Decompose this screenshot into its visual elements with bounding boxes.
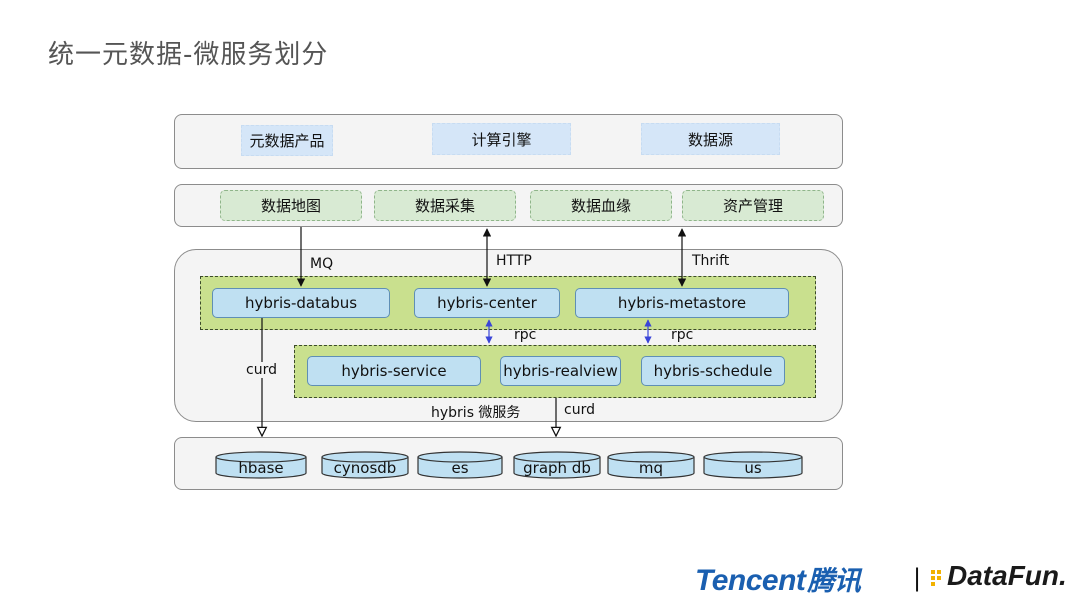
hybris-databus-node: hybris-databus xyxy=(212,288,390,318)
rpc-label-metastore: rpc xyxy=(671,327,694,343)
hybris-center-node: hybris-center xyxy=(414,288,560,318)
graph-db-cylinder xyxy=(513,451,601,479)
us-cylinder xyxy=(703,451,803,479)
compute-engine-tag: 计算引擎 xyxy=(432,123,571,155)
datafun-logo: DataFun. xyxy=(947,560,1067,591)
mq-label: mq xyxy=(638,459,664,477)
hybris-realview-node: hybris-realview xyxy=(500,356,621,386)
asset-management-tag: 资产管理 xyxy=(682,190,824,221)
http-protocol-label: HTTP xyxy=(496,253,532,269)
mq-protocol-label: MQ xyxy=(310,256,334,272)
es-label: es xyxy=(451,459,469,477)
hbase-label: hbase xyxy=(238,459,284,477)
hybris-schedule-node: hybris-schedule xyxy=(641,356,785,386)
tencent-logo: Tencent腾讯 xyxy=(695,559,861,598)
tencent-logo-text: Tencent xyxy=(695,564,806,597)
hybris-service-node: hybris-service xyxy=(307,356,481,386)
us-label: us xyxy=(744,459,762,477)
data-collection-tag: 数据采集 xyxy=(374,190,516,221)
thrift-protocol-label: Thrift xyxy=(692,253,730,269)
page-title: 统一元数据-微服务划分 xyxy=(48,40,329,70)
metadata-product-tag: 元数据产品 xyxy=(241,125,333,156)
es-cylinder xyxy=(417,451,503,479)
cynosdb-label: cynosdb xyxy=(333,459,397,477)
data-lineage-tag: 数据血缘 xyxy=(530,190,672,221)
rpc-label-center: rpc xyxy=(514,327,537,343)
data-source-tag: 数据源 xyxy=(641,123,780,155)
microservice-label: hybris 微服务 xyxy=(431,405,521,421)
hbase-cylinder xyxy=(215,451,307,479)
hybris-metastore-node: hybris-metastore xyxy=(575,288,789,318)
cynosdb-cylinder xyxy=(321,451,409,479)
curd-label-databus: curd xyxy=(246,362,277,378)
tencent-logo-cn: 腾讯 xyxy=(807,566,861,596)
logo-divider: | xyxy=(913,564,922,592)
graph-db-label: graph db xyxy=(523,459,591,477)
datafun-dots-icon xyxy=(931,570,945,586)
data-map-tag: 数据地图 xyxy=(220,190,362,221)
mq-cylinder xyxy=(607,451,695,479)
curd-label-services: curd xyxy=(564,402,595,418)
storage-cylinders xyxy=(215,451,803,479)
